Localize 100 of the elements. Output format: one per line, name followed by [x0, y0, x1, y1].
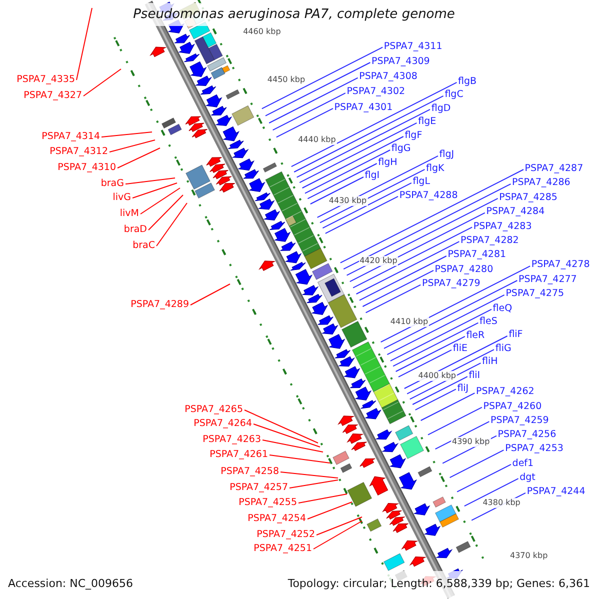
gene-label: flgH	[378, 158, 398, 168]
leader-line	[296, 108, 430, 178]
leader-line	[109, 140, 156, 152]
leader-line	[132, 182, 178, 198]
gene-label: PSPA7_4281	[448, 250, 506, 260]
gene-label: PSPA7_4327	[24, 91, 82, 101]
gene-label: PSPA7_4302	[346, 87, 406, 98]
leader-line	[343, 184, 512, 270]
scale-label: 4440 kbp	[297, 135, 337, 146]
gene-label: fliE	[452, 344, 468, 354]
leader-line	[420, 392, 476, 421]
scale-label: 4430 kbp	[328, 196, 368, 206]
leader-line	[434, 421, 490, 450]
leader-line	[148, 194, 184, 230]
leader-line	[307, 502, 352, 520]
gene-label: PSPA7_4310	[58, 163, 116, 173]
leader-line	[352, 226, 473, 288]
leader-line	[302, 136, 404, 188]
gene-label: fliJ	[457, 384, 469, 394]
scale-label: 4380 kbp	[482, 498, 522, 508]
gene-label: PSPA7_4256	[498, 430, 556, 440]
scale-label: 4420 kbp	[358, 256, 398, 266]
leader-line	[365, 284, 422, 314]
gene-label: PSPA7_4335	[16, 75, 75, 85]
gene-label: PSPA7_4312	[50, 147, 108, 157]
gene-label: flgB	[458, 76, 477, 87]
leader-line	[83, 68, 122, 96]
gene-label: PSPA7_4275	[506, 289, 564, 300]
gene-label: livM	[120, 209, 139, 219]
leader-line	[294, 95, 444, 172]
gene-label: PSPA7_4258	[220, 467, 279, 477]
gene-label: flgL	[412, 177, 430, 188]
accession-label: Accession: NC_009656	[8, 577, 134, 591]
leader-line	[265, 62, 371, 116]
gene-label: fliF	[508, 330, 523, 340]
leader-line	[253, 424, 320, 448]
gene-label: flgE	[418, 117, 436, 128]
leader-line	[464, 478, 519, 507]
gene-label: PSPA7_4253	[505, 444, 564, 454]
gene-label: PSPA7_4279	[422, 279, 480, 290]
leader-line	[359, 256, 447, 301]
gene-label: fliH	[482, 357, 498, 368]
gene-label: PSPA7_4278	[531, 260, 590, 270]
leader-line	[268, 77, 358, 124]
gene-label: dgt	[520, 472, 536, 483]
leader-line	[414, 388, 456, 410]
leader-line	[313, 520, 362, 550]
leader-line	[356, 241, 460, 294]
scale-label: 4390 kbp	[451, 437, 491, 448]
leader-line	[340, 169, 524, 264]
gene-label: PSPA7_4288	[399, 190, 458, 201]
leader-line	[140, 188, 180, 214]
scale-label: 4400 kbp	[417, 371, 457, 382]
gene-label: PSPA7_4251	[254, 544, 312, 554]
gene-label: flgJ	[439, 150, 454, 160]
gene-label: flgG	[391, 144, 411, 154]
gene-label: livG	[112, 193, 131, 203]
leader-line	[76, 8, 92, 80]
leader-line	[156, 202, 188, 246]
leader-line	[280, 472, 338, 478]
gene-label: flgK	[426, 164, 444, 174]
gene-label: PSPA7_4262	[476, 387, 534, 398]
leader-line	[384, 280, 518, 349]
leader-line	[456, 464, 512, 492]
scale-label: 4370 kbp	[509, 551, 549, 562]
leader-line	[262, 440, 324, 452]
leader-line	[272, 92, 346, 131]
gene-label: def1	[512, 458, 534, 469]
gene-label: PSPA7_4264	[194, 419, 252, 429]
leader-line	[304, 150, 391, 194]
leader-line	[289, 480, 338, 488]
gene-label: PSPA7_4285	[499, 192, 558, 203]
gene-label: PSPA7_4261	[210, 450, 268, 460]
gene-label: braD	[124, 225, 147, 235]
leader-line	[101, 132, 152, 138]
leader-line	[362, 270, 434, 307]
leader-line	[449, 450, 504, 478]
gene-label: flgD	[431, 104, 451, 114]
gene-label: flgI	[364, 171, 380, 182]
gene-label: PSPA7_4284	[486, 207, 545, 218]
leader-line	[298, 494, 348, 504]
leader-line	[386, 294, 505, 356]
gene-label: PSPA7_4277	[518, 274, 577, 285]
leader-line	[117, 148, 160, 168]
scale-label: 4460 kbp	[242, 27, 282, 38]
scale-label: 4450 kbp	[266, 75, 306, 86]
gene-label: PSPA7_4308	[359, 72, 418, 82]
gene-label: PSPA7_4282	[460, 236, 519, 246]
leader-line	[428, 406, 482, 436]
gene-label: PSPA7_4309	[372, 56, 430, 67]
leader-line	[392, 322, 479, 367]
gene-label: flgC	[444, 90, 464, 100]
gene-label: PSPA7_4301	[334, 102, 393, 113]
gene-label: braG	[100, 179, 124, 189]
leader-line	[316, 516, 362, 536]
gene-label: fliG	[495, 344, 512, 354]
gene-label: fleR	[466, 330, 485, 341]
leader-line	[307, 163, 378, 200]
gene-label: flgF	[404, 130, 422, 141]
gene-label: fleS	[480, 317, 498, 328]
